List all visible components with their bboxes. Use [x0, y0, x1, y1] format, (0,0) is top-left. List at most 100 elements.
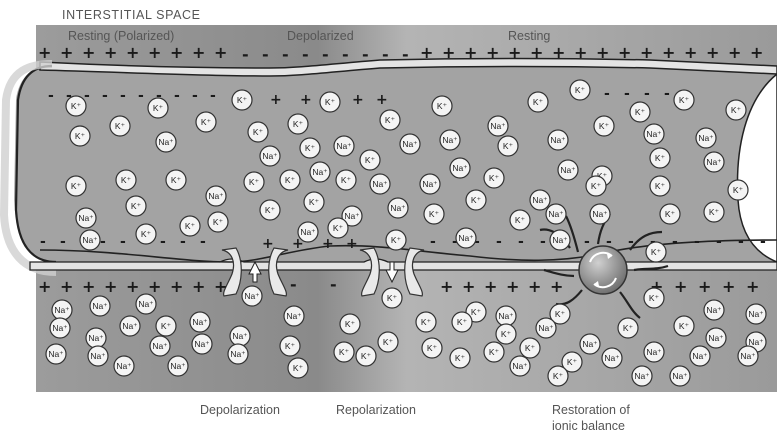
potassium-ion: K⁺	[498, 136, 518, 156]
negative-charge-sign: -	[672, 234, 678, 250]
potassium-ion: K⁺	[280, 336, 300, 356]
negative-charge-sign: -	[362, 45, 369, 64]
negative-charge-sign: -	[322, 45, 329, 64]
svg-text:K⁺: K⁺	[201, 117, 212, 127]
positive-charge-sign: +	[376, 92, 388, 108]
svg-text:K⁺: K⁺	[75, 131, 86, 141]
sodium-ion: Na⁺	[602, 348, 622, 368]
negative-charge-sign: -	[628, 234, 634, 250]
svg-text:Na⁺: Na⁺	[390, 203, 406, 213]
svg-text:K⁺: K⁺	[591, 181, 602, 191]
potassium-ion: K⁺	[166, 170, 186, 190]
svg-text:K⁺: K⁺	[285, 175, 296, 185]
svg-text:K⁺: K⁺	[71, 181, 82, 191]
svg-text:K⁺: K⁺	[427, 343, 438, 353]
svg-text:K⁺: K⁺	[437, 101, 448, 111]
svg-text:Na⁺: Na⁺	[604, 353, 620, 363]
svg-text:Na⁺: Na⁺	[170, 361, 186, 371]
sodium-ion: Na⁺	[260, 146, 280, 166]
negative-charge-sign: -	[584, 234, 590, 250]
sodium-ion: Na⁺	[546, 204, 566, 224]
svg-text:Na⁺: Na⁺	[90, 351, 106, 361]
svg-text:Na⁺: Na⁺	[402, 139, 418, 149]
svg-text:K⁺: K⁺	[387, 293, 398, 303]
positive-charge-sign: +	[148, 43, 161, 62]
potassium-ion: K⁺	[630, 102, 650, 122]
svg-text:Na⁺: Na⁺	[512, 361, 528, 371]
positive-charge-sign: +	[192, 43, 205, 62]
svg-text:Na⁺: Na⁺	[52, 323, 68, 333]
svg-text:Na⁺: Na⁺	[194, 339, 210, 349]
svg-text:Na⁺: Na⁺	[116, 361, 132, 371]
potassium-ion: K⁺	[570, 80, 590, 100]
potassium-ion: K⁺	[156, 316, 176, 336]
svg-text:Na⁺: Na⁺	[498, 311, 514, 321]
svg-text:K⁺: K⁺	[567, 357, 578, 367]
positive-charge-sign: +	[170, 277, 183, 296]
potassium-ion: K⁺	[650, 148, 670, 168]
zone-label-resting-polarized: Resting (Polarized)	[68, 29, 174, 43]
potassium-ion: K⁺	[244, 172, 264, 192]
potassium-ion: K⁺	[496, 324, 516, 344]
potassium-ion: K⁺	[340, 314, 360, 334]
potassium-ion: K⁺	[594, 116, 614, 136]
svg-text:K⁺: K⁺	[365, 155, 376, 165]
negative-charge-sign: -	[160, 234, 166, 250]
potassium-ion: K⁺	[586, 176, 606, 196]
sodium-ion: Na⁺	[86, 328, 106, 348]
svg-text:K⁺: K⁺	[525, 343, 536, 353]
svg-text:K⁺: K⁺	[285, 341, 296, 351]
svg-text:Na⁺: Na⁺	[122, 321, 138, 331]
positive-charge-sign: +	[674, 277, 687, 296]
negative-charge-sign: -	[200, 234, 206, 250]
sodium-ion: Na⁺	[670, 366, 690, 386]
svg-text:K⁺: K⁺	[339, 347, 350, 357]
potassium-ion: K⁺	[674, 316, 694, 336]
negative-charge-sign: -	[138, 88, 144, 104]
positive-charge-sign: +	[442, 43, 455, 62]
svg-text:K⁺: K⁺	[553, 371, 564, 381]
svg-text:K⁺: K⁺	[153, 103, 164, 113]
zone-label-resting: Resting	[508, 29, 550, 43]
negative-charge-sign: -	[716, 234, 722, 250]
svg-text:K⁺: K⁺	[709, 207, 720, 217]
svg-text:K⁺: K⁺	[651, 247, 662, 257]
potassium-ion: K⁺	[208, 212, 228, 232]
sodium-ion: Na⁺	[580, 334, 600, 354]
potassium-ion: K⁺	[232, 90, 252, 110]
sodium-ion: Na⁺	[704, 152, 724, 172]
positive-charge-sign: +	[148, 277, 161, 296]
positive-charge-sign: +	[82, 277, 95, 296]
svg-text:K⁺: K⁺	[131, 201, 142, 211]
potassium-ion: K⁺	[484, 168, 504, 188]
sodium-ion: Na⁺	[590, 204, 610, 224]
negative-charge-sign: -	[330, 275, 337, 294]
positive-charge-sign: +	[346, 236, 358, 252]
positive-charge-sign: +	[214, 43, 227, 62]
negative-charge-sign: -	[604, 86, 610, 102]
positive-charge-sign: +	[508, 43, 521, 62]
svg-text:Na⁺: Na⁺	[138, 299, 154, 309]
potassium-ion: K⁺	[336, 170, 356, 190]
potassium-ion: K⁺	[116, 170, 136, 190]
positive-charge-sign: +	[484, 277, 497, 296]
positive-charge-sign: +	[462, 277, 475, 296]
sodium-ion: Na⁺	[228, 344, 248, 364]
potassium-ion: K⁺	[422, 338, 442, 358]
potassium-ion: K⁺	[304, 192, 324, 212]
svg-text:Na⁺: Na⁺	[312, 167, 328, 177]
repolarization-label: Repolarization	[336, 403, 416, 417]
negative-charge-sign: -	[664, 86, 670, 102]
potassium-ion: K⁺	[660, 204, 680, 224]
svg-text:K⁺: K⁺	[575, 85, 586, 95]
sodium-ion: Na⁺	[90, 296, 110, 316]
negative-charge-sign: -	[624, 86, 630, 102]
svg-text:K⁺: K⁺	[455, 353, 466, 363]
sodium-ion: Na⁺	[496, 306, 516, 326]
positive-charge-sign: +	[698, 277, 711, 296]
potassium-ion: K⁺	[452, 312, 472, 332]
svg-text:K⁺: K⁺	[385, 115, 396, 125]
sodium-ion: Na⁺	[704, 300, 724, 320]
svg-text:Na⁺: Na⁺	[48, 349, 64, 359]
